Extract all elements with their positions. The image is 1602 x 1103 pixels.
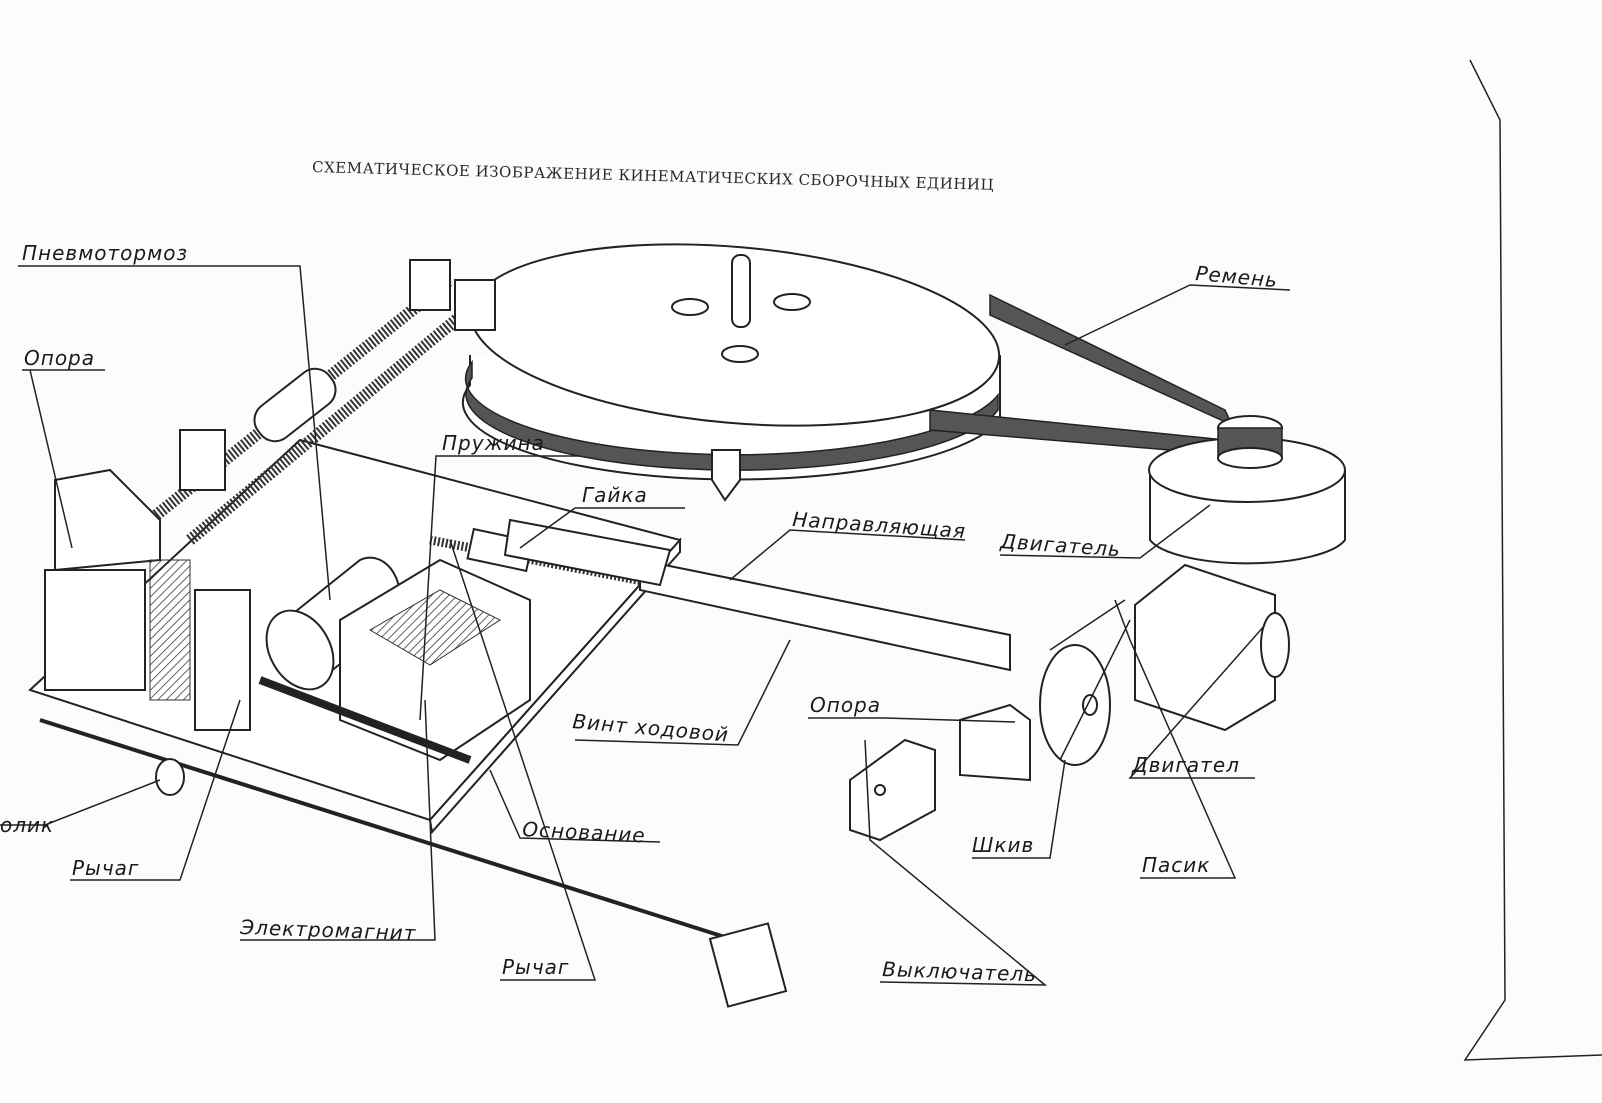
label-shkiv: Шкив — [972, 833, 1034, 857]
leader-lines — [0, 265, 1291, 986]
electromagnet — [265, 556, 531, 762]
label-napravlyayushchaya: Направляющая — [792, 507, 967, 543]
label-dvigatel-small: Двигател — [1131, 753, 1240, 777]
label-vyklyuchatel: Выключатель — [882, 957, 1038, 986]
label-rychag-bottom: Рычаг — [502, 955, 569, 979]
drive-belt — [1049, 599, 1131, 761]
roller — [155, 758, 185, 796]
pulley — [1039, 644, 1111, 766]
base-plate-edge — [428, 537, 681, 835]
label-osnovanie: Основание — [522, 817, 647, 847]
main-motor — [1148, 415, 1346, 565]
pulley-hub — [1082, 694, 1098, 716]
small-motor — [1134, 563, 1290, 732]
right-support — [959, 703, 1031, 782]
label-opora-right: Опора — [810, 693, 881, 717]
lever-bottom — [258, 676, 472, 764]
label-pasik: Пасик — [1142, 853, 1210, 877]
lever-long — [39, 718, 751, 947]
label-rychag-left: Рычаг — [72, 856, 139, 880]
carriage — [503, 518, 672, 587]
label-remen: Ремень — [1195, 261, 1279, 292]
turntable-disc — [461, 243, 1001, 502]
lever-end-block — [708, 922, 788, 1008]
label-pruzhina: Пружина — [442, 431, 545, 455]
switch — [849, 738, 936, 842]
left-support — [44, 429, 251, 731]
label-pnevmotormoz: Пневмотормоз — [22, 241, 188, 265]
label-dvigatel-main: Двигатель — [999, 529, 1122, 561]
label-rolik: олик — [0, 813, 54, 837]
guide-rail — [639, 558, 1011, 672]
diagram-title: СХЕМАТИЧЕСКОЕ ИЗОБРАЖЕНИЕ КИНЕМАТИЧЕСКИХ… — [312, 158, 994, 194]
label-gaika: Гайка — [582, 483, 648, 507]
paper-edge — [1463, 59, 1602, 1061]
label-opora-left: Опора — [24, 346, 95, 370]
